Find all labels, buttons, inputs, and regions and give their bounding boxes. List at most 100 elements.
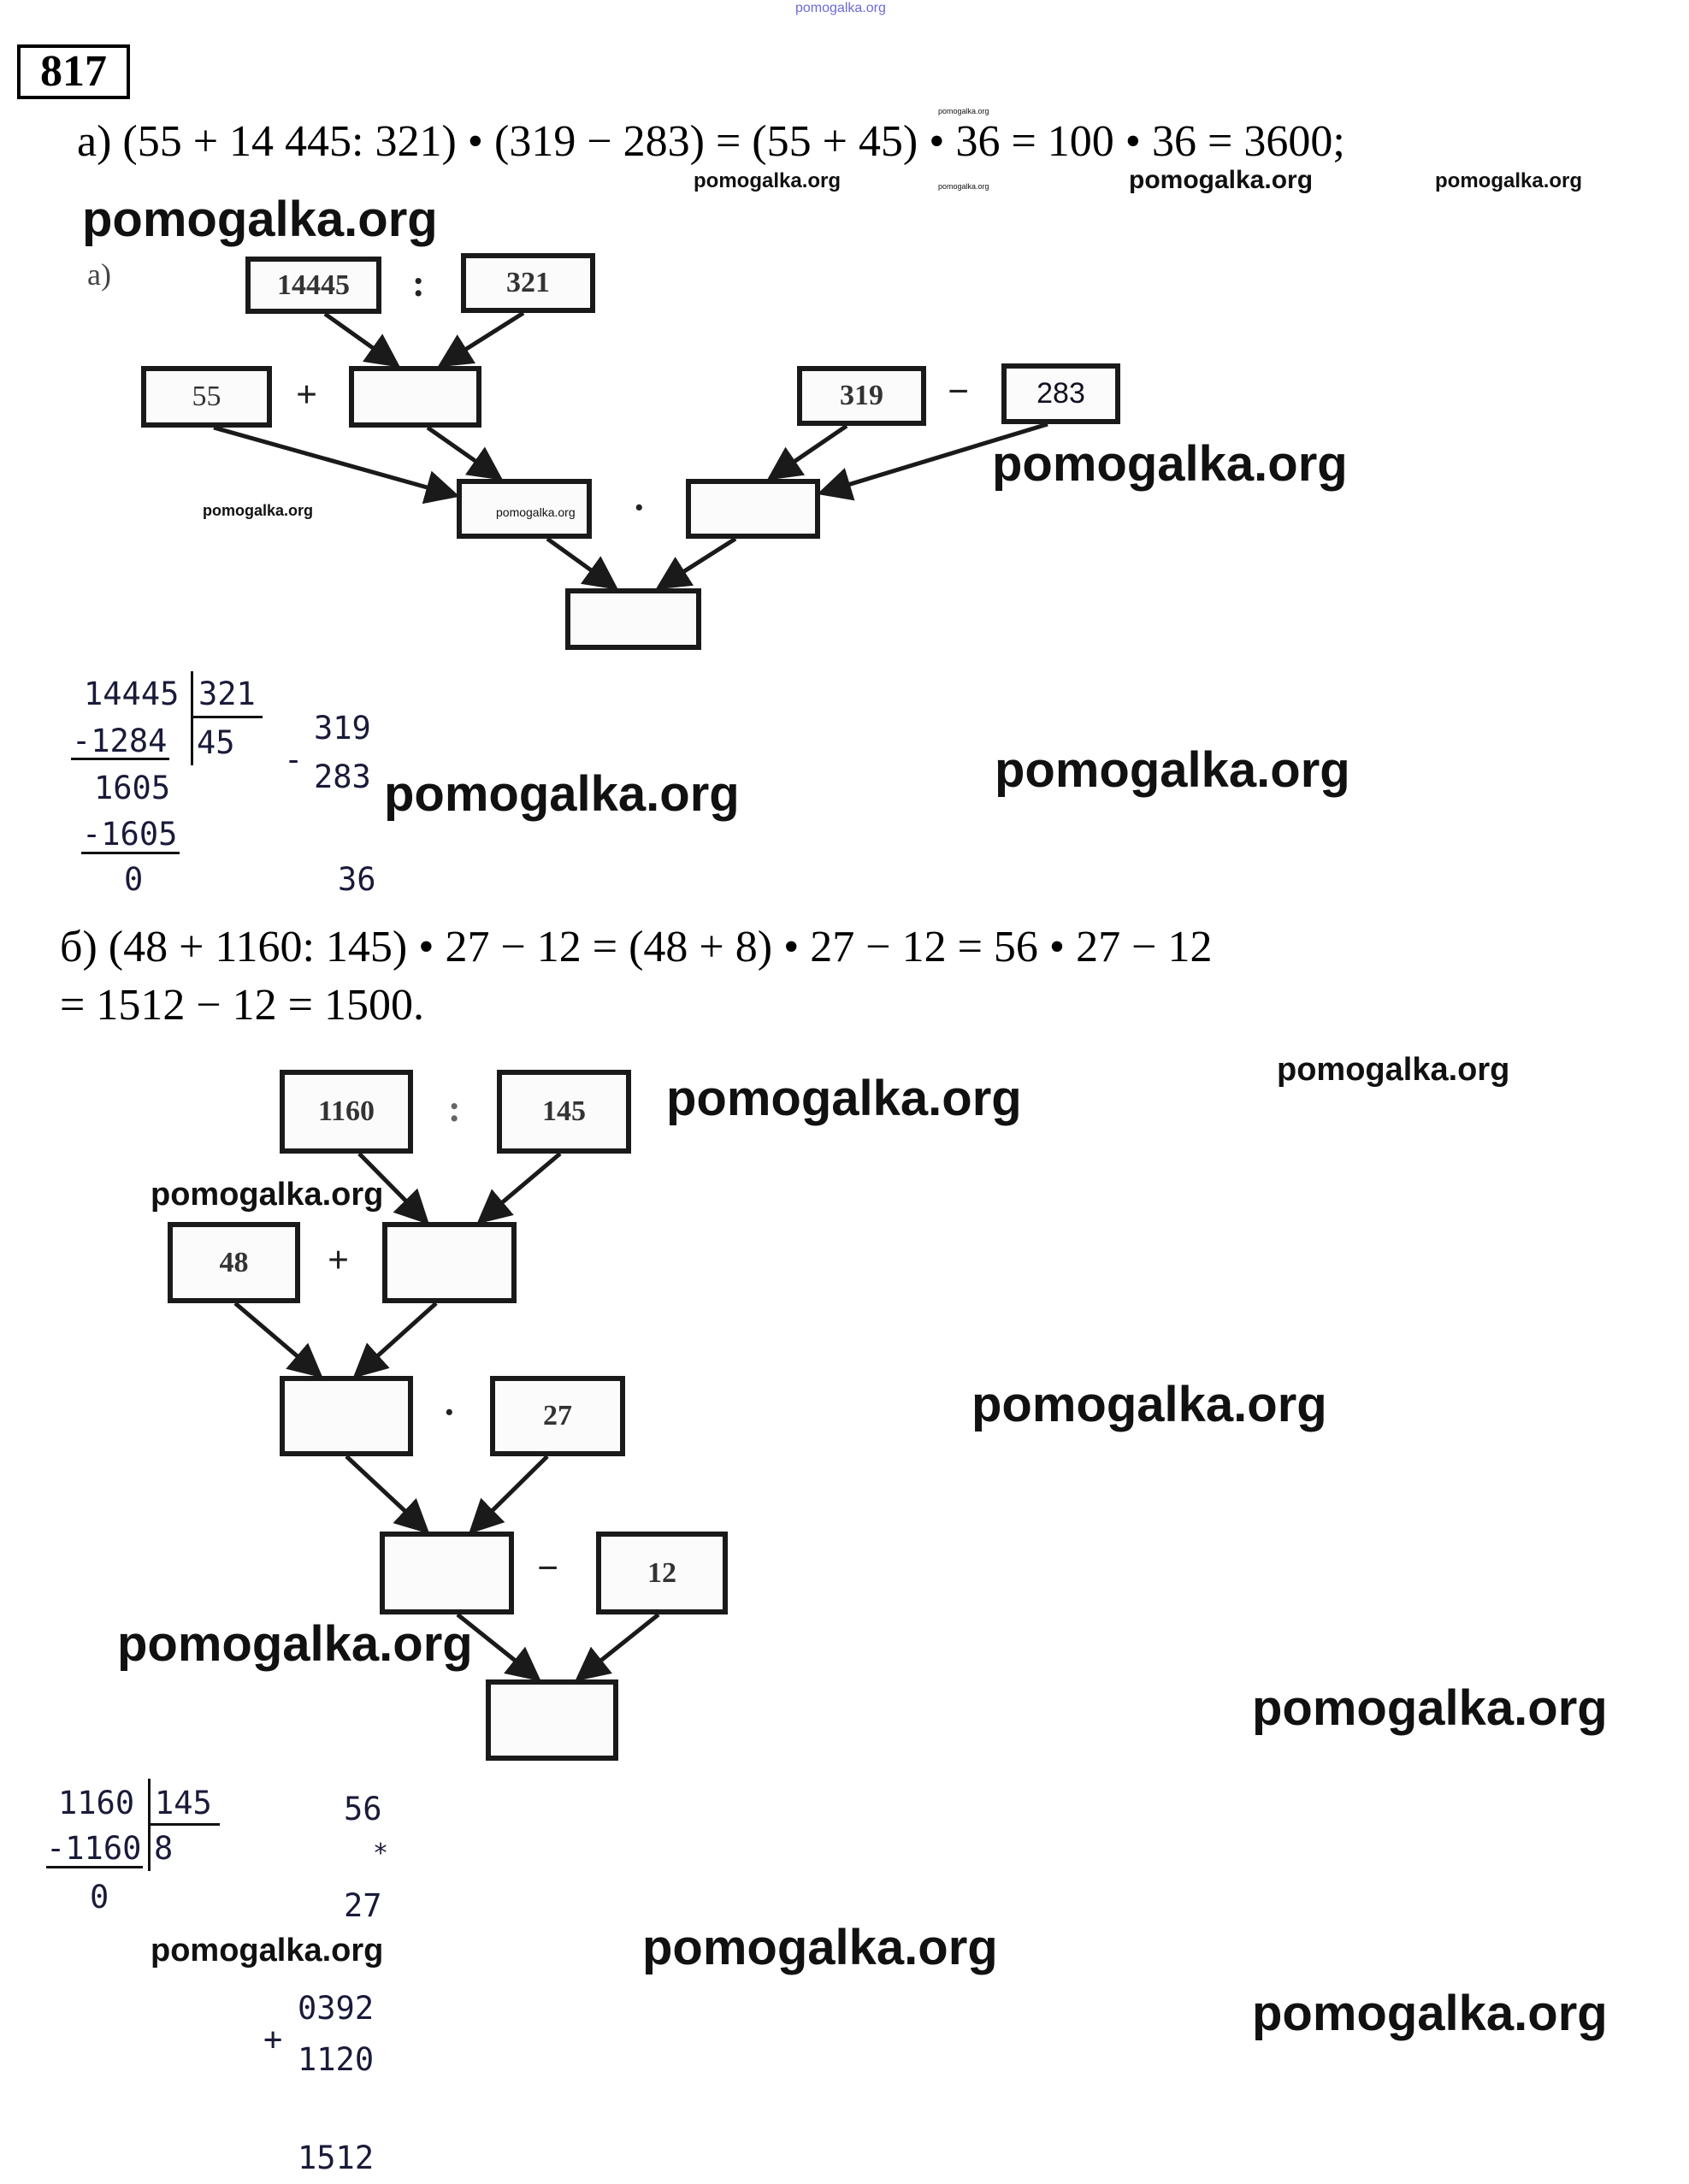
watermark: pomogalka.org [384,766,740,822]
mul-b-bottom: 27 [344,1887,382,1924]
arrow [323,311,401,368]
watermark: pomogalka.org [938,107,989,115]
box-result-empty[interactable] [565,588,701,650]
box-dividend: 1160 [280,1070,413,1154]
part-a-equation: а) (55 + 14 445: 321) • (319 − 283) = (5… [77,117,1345,166]
div-a-step2: -1605 [82,816,178,853]
arrow [476,1152,562,1225]
division-bar [148,1779,151,1871]
watermark: pomogalka.org [1435,169,1583,192]
watermark: pomogalka.org [1277,1052,1510,1088]
box-minuend: 319 [797,366,926,426]
watermark: pomogalka.org [82,192,438,247]
watermark: pomogalka.org [1129,166,1314,194]
box-value: 48 [219,1246,249,1278]
div-a-divisor: 321 [198,676,256,712]
division-line [150,1823,220,1826]
arrow [426,425,504,481]
operator-divide: : [448,1088,461,1130]
box-multiplier: 27 [490,1376,625,1456]
mul-b-partial1: 0392 [298,1990,375,2027]
sub-a-result: 36 [338,861,376,898]
watermark: pomogalka.org [1252,1986,1608,2041]
div-b-step1: -1160 [46,1830,142,1867]
arrow [575,1613,660,1682]
sub-a-bottom: 283 [314,758,371,795]
box-quotient-empty[interactable] [382,1222,517,1303]
watermark: pomogalka.org [995,742,1350,798]
box-subtrahend: 283 [1001,363,1120,424]
div-b-divisor: 145 [155,1785,212,1821]
division-line [192,716,263,718]
watermark: pomogalka.org [117,1616,473,1672]
diagram-a-label: а) [87,257,111,292]
watermark: pomogalka.org [971,1377,1327,1432]
box-value: 145 [542,1095,586,1127]
box-product-empty[interactable] [380,1532,514,1614]
box-sum-empty[interactable] [280,1376,413,1456]
div-b-quotient: 8 [154,1830,174,1867]
arrow [345,1455,430,1534]
mul-b-partial2: 1120 [298,2041,375,2078]
box-result-empty[interactable] [486,1679,618,1761]
div-a-dividend: 14445 [84,676,180,712]
sub-a-top: 319 [314,710,371,747]
watermark: pomogalka.org [938,182,989,191]
arrow [817,422,1048,501]
div-a-step1: -1284 [72,723,168,759]
part-b-equation-line2: = 1512 − 12 = 1500. [60,981,424,1030]
box-divisor: 145 [497,1070,631,1154]
box-addend: 48 [168,1222,300,1303]
div-b-remainder: 0 [90,1879,109,1915]
box-divisor: 321 [461,253,595,313]
box-value: 321 [506,267,550,298]
operator-minus: − [948,370,970,412]
box-value: 283 [1036,377,1085,410]
box-value: 55 [192,381,221,412]
problem-number: 817 [17,44,130,99]
div-a-remainder: 0 [124,861,144,898]
arrow [357,1152,430,1225]
watermark: pomogalka.org [642,1920,998,1975]
operator-multiply: · [443,1391,456,1433]
box-dividend: 14445 [245,257,381,314]
arrow [655,536,737,590]
box-quotient-empty[interactable] [349,366,481,428]
box-value: 14445 [277,269,350,301]
watermark: pomogalka.org [666,1071,1022,1126]
div-a-remainder1: 1605 [94,770,171,806]
arrow [233,1302,323,1378]
arrow [456,1613,541,1682]
operator-divide: : [412,263,425,304]
arrow [468,1455,549,1535]
arrow [546,536,619,590]
box-value: 12 [647,1556,676,1589]
watermark: pomogalka.org [203,502,314,519]
watermark: pomogalka.org [496,505,576,519]
box-subtrahend: 12 [596,1532,728,1614]
arrow [213,425,460,505]
watermark: pomogalka.org [151,1933,384,1969]
mul-b-plus: + [263,2021,283,2057]
underline [71,758,169,760]
box-value: 319 [840,380,883,411]
box-sum-empty[interactable] [457,479,592,539]
arrow [437,310,525,368]
box-difference-empty[interactable] [686,479,820,539]
sub-a-sign: - [284,741,304,778]
watermark: pomogalka.org [694,169,842,192]
box-value: 27 [543,1400,572,1431]
watermark-top: pomogalka.org [795,1,886,15]
watermark: pomogalka.org [1252,1680,1608,1736]
watermark: pomogalka.org [151,1177,384,1213]
box-addend: 55 [141,366,272,428]
mul-b-sign: * [373,1839,389,1868]
mul-b-top: 56 [344,1791,382,1827]
underline [81,852,180,854]
operator-plus: + [296,374,318,416]
watermark: pomogalka.org [992,436,1348,492]
div-a-quotient: 45 [197,724,235,761]
operator-minus: − [537,1547,559,1589]
operator-multiply: · [633,487,646,528]
